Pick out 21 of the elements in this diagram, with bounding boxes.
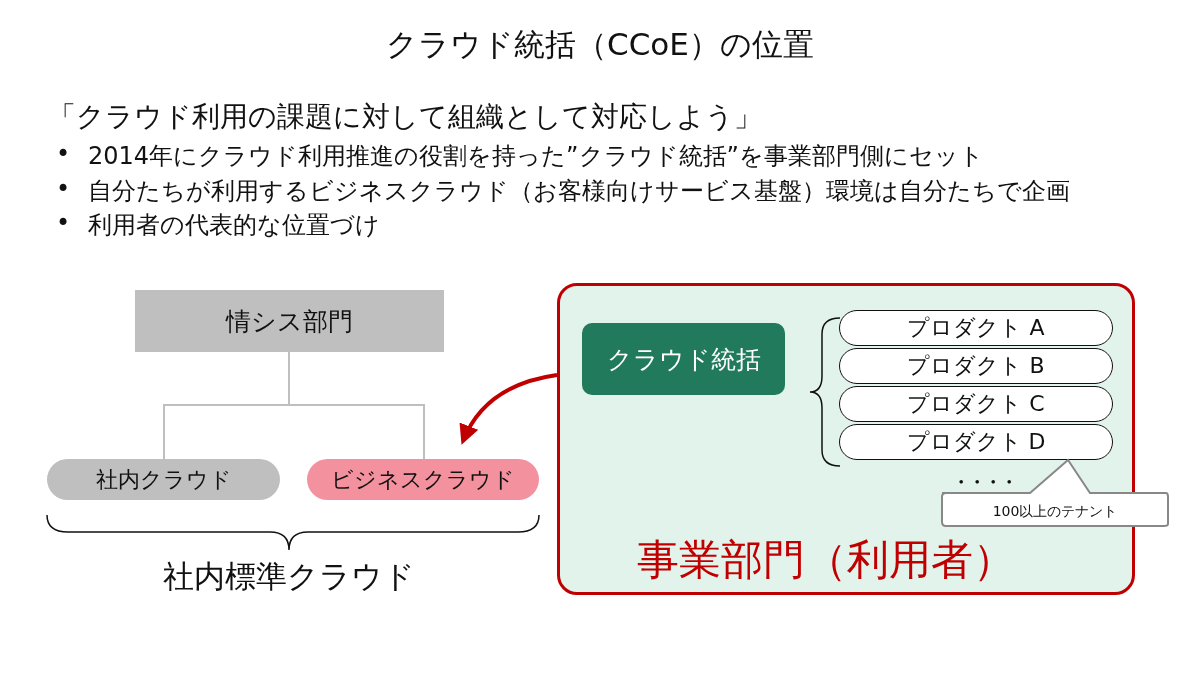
department-box: 情シス部門 (135, 290, 444, 352)
product-pill: プロダクト C (839, 386, 1113, 422)
product-pill: プロダクト A (839, 310, 1113, 346)
bullet-mark: • (56, 209, 71, 237)
cloud-pill: ビジネスクラウド (307, 459, 539, 500)
division-panel (557, 283, 1135, 595)
panel-title: 事業部門（利用者） (637, 534, 1015, 586)
product-pill: プロダクト D (839, 424, 1113, 460)
ellipsis-dots: ・・・・ (952, 470, 1016, 494)
bullet-text: 利用者の代表的な位置づけ (88, 210, 380, 241)
product-pill: プロダクト B (839, 348, 1113, 384)
bullet-mark: • (56, 140, 71, 168)
team-box: クラウド統括 (582, 323, 785, 395)
cloud-pill: 社内クラウド (47, 459, 280, 500)
slide-title: クラウド統括（CCoE）の位置 (385, 25, 815, 64)
curved-arrow (460, 373, 558, 445)
bullet-text: 2014年にクラウド利用推進の役割を持った”クラウド統括”を事業部門側にセット (88, 141, 984, 172)
bullet-mark: • (56, 174, 71, 203)
heading-text: 「クラウド利用の課題に対して組織として対応しよう」 (48, 99, 762, 135)
bullet-text: 自分たちが利用するビジネスクラウド（お客様向けサービス基盤）環境は自分たちで企画 (88, 175, 1070, 207)
brace-label: 社内標準クラウド (162, 557, 416, 596)
